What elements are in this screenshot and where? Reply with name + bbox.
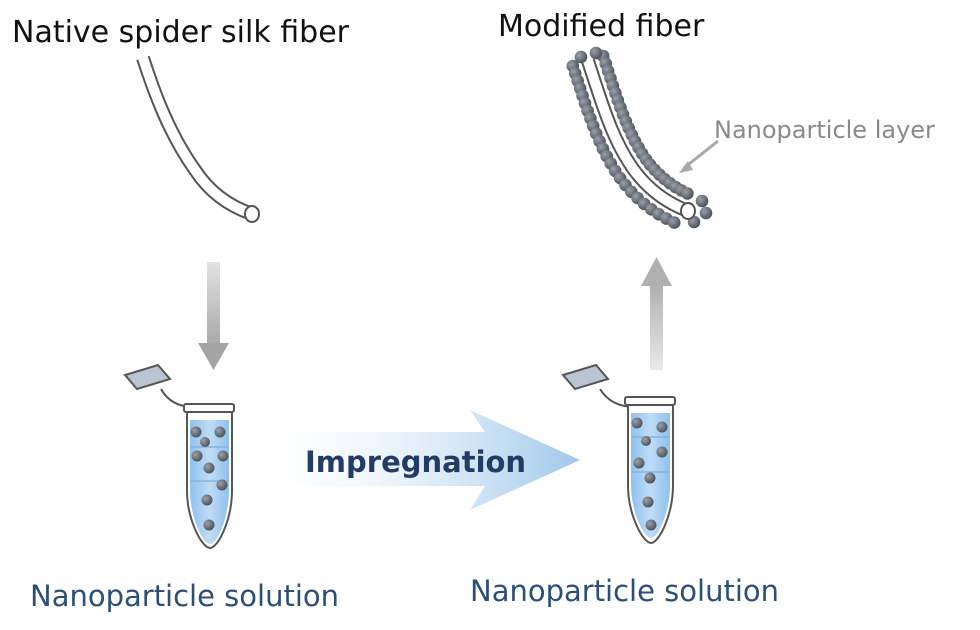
nanoparticle [699, 206, 713, 220]
solution-label-left: Nanoparticle solution [30, 579, 340, 613]
nanoparticle-layer [566, 46, 713, 229]
nanoparticle [695, 194, 709, 208]
annotation-arrow-icon [679, 139, 719, 173]
nanoparticle [574, 50, 588, 64]
nanoparticle-layer-label: Nanoparticle layer [714, 116, 935, 144]
process-arrow-icon [268, 410, 580, 510]
up-arrow-icon [641, 257, 672, 370]
native-fiber [136, 55, 260, 223]
solution-label-right: Nanoparticle solution [470, 574, 780, 608]
solution-tube-left [123, 363, 235, 550]
impregnation-label: Impregnation [305, 445, 527, 479]
solution-tube-right [561, 363, 676, 545]
modified-fiber [566, 46, 713, 229]
modified-fiber-label: Modified fiber [498, 9, 705, 44]
nanoparticle [667, 216, 681, 229]
native-fiber-label: Native spider silk fiber [12, 15, 349, 50]
nanoparticle [589, 46, 603, 60]
nanoparticle [681, 187, 694, 200]
down-arrow-icon [198, 262, 229, 370]
